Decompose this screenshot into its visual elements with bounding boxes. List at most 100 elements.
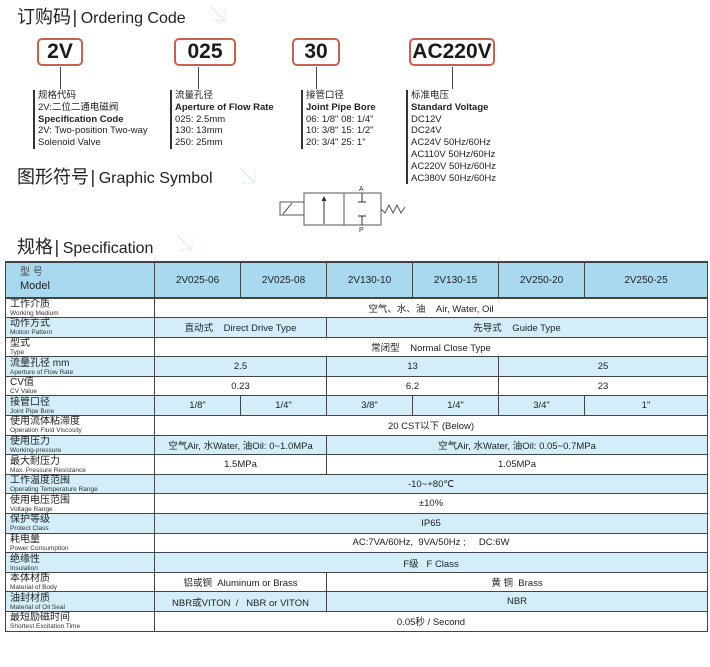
description-line: 2V:二位二通电磁阀 bbox=[38, 101, 119, 113]
row-label-zh: 绝缘性 bbox=[10, 553, 40, 565]
table-cell: 0.05秒 / Second bbox=[154, 611, 708, 632]
specification-table: 型 号 Model 2V025-06 2V025-08 2V130-10 2V1… bbox=[5, 261, 708, 632]
row-label-en: Material of Oil Seal bbox=[10, 603, 65, 611]
table-cell: 20 CST以下 (Below) bbox=[154, 415, 708, 436]
table-cell: 2.5 bbox=[154, 356, 327, 377]
description-line: 025: 2.5mm bbox=[175, 113, 226, 125]
table-cell: NBR或VITON / NBR or VITON bbox=[154, 591, 327, 612]
model-header-cell: 2V250-20 bbox=[498, 261, 585, 299]
table-cell: -10~+80℃ bbox=[154, 473, 708, 495]
row-label-zh: 使用压力 bbox=[10, 435, 50, 447]
description-line: DC12V bbox=[411, 113, 442, 125]
table-cell: 直动式 Direct Drive Type bbox=[154, 317, 327, 338]
table-cell: F级 F Class bbox=[154, 552, 708, 573]
table-cell: IP65 bbox=[154, 513, 708, 534]
row-label-zh: 耗电量 bbox=[10, 533, 40, 545]
description-line: 250: 25mm bbox=[175, 137, 223, 149]
row-label-en: Operating Temperature Range bbox=[10, 486, 98, 494]
code-box-025: 025 bbox=[174, 38, 236, 66]
description-line: AC380V 50Hz/60Hz bbox=[411, 172, 497, 184]
code-box-ac220v: AC220V bbox=[409, 38, 495, 66]
description-line: Joint Pipe Bore bbox=[306, 101, 376, 113]
description-line: 130: 13mm bbox=[175, 125, 223, 137]
description-line: 接管口径 bbox=[306, 90, 345, 101]
row-label-en: Working Medium bbox=[10, 310, 59, 318]
description-line: AC24V 50Hz/60Hz bbox=[411, 137, 491, 149]
model-header-cell: 2V250-25 bbox=[584, 261, 708, 299]
row-label-zh: 油封材质 bbox=[10, 592, 50, 604]
table-cell: 3/8" bbox=[326, 395, 413, 417]
table-header-row: 型 号 Model 2V025-06 2V025-08 2V130-10 2V1… bbox=[5, 261, 708, 299]
description-line: Aperture of Flow Rate bbox=[175, 101, 274, 113]
table-cell: 23 bbox=[498, 375, 708, 397]
table-cell: 常闭型 Normal Close Type bbox=[154, 336, 708, 358]
row-label-zh: 型式 bbox=[10, 337, 30, 349]
row-label-zh: 最短励磁时间 bbox=[10, 612, 70, 624]
row-label-en: Max. Pressure Resistance bbox=[10, 466, 86, 474]
table-cell: 先导式 Guide Type bbox=[326, 317, 708, 338]
connector-line bbox=[60, 67, 61, 89]
description-line: 10: 3/8" 15: 1/2" bbox=[306, 125, 374, 137]
row-label-zh: CV值 bbox=[10, 377, 34, 389]
decorative-arrow-icon bbox=[209, 5, 226, 22]
row-label-zh: 工作介质 bbox=[10, 299, 50, 311]
decorative-arrow-icon bbox=[239, 167, 256, 184]
row-label-en: Shortest Excitation Time bbox=[10, 623, 81, 631]
table-cell: 0.23 bbox=[154, 375, 327, 397]
table-cell: 铝或铜 Aluminum or Brass bbox=[154, 571, 327, 593]
row-label-en: Protect Class bbox=[10, 525, 49, 533]
table-cell: 1/4" bbox=[412, 395, 499, 417]
description-line: 标准电压 bbox=[411, 90, 450, 101]
graphic-title-en: Graphic Symbol bbox=[98, 170, 213, 187]
row-label-en: Aperture of Flow Rate bbox=[10, 368, 74, 376]
model-header-cell: 型 号 Model bbox=[5, 261, 155, 299]
ordering-code-title: 订购码|Ordering Code bbox=[17, 7, 186, 28]
row-label-en: Motion Pattern bbox=[10, 329, 53, 337]
ordering-title-en: Ordering Code bbox=[80, 10, 186, 27]
row-label-en: Voltage Range bbox=[10, 505, 53, 513]
row-label-zh: 本体材质 bbox=[10, 573, 50, 585]
code-box-2v: 2V bbox=[37, 38, 83, 66]
model-label-zh: 型 号 bbox=[20, 266, 43, 278]
connector-line bbox=[316, 67, 317, 89]
specification-title: 规格|Specification bbox=[17, 237, 154, 258]
table-cell: 空气Air, 水Water, 油Oil: 0~1.0MPa bbox=[154, 434, 327, 456]
table-cell: 1/4" bbox=[240, 395, 327, 417]
description-line: Standard Voltage bbox=[411, 101, 489, 113]
port-p-label: P bbox=[359, 227, 364, 233]
code-box-30: 30 bbox=[292, 38, 340, 66]
row-label-zh: 最大耐压力 bbox=[10, 455, 60, 467]
row-label-en: Operation Fluid Viscosity bbox=[10, 427, 82, 435]
table-cell: 6.2 bbox=[326, 375, 499, 397]
row-label-zh: 使用流体粘滞度 bbox=[10, 416, 80, 428]
description-line: DC24V bbox=[411, 125, 442, 137]
connector-line bbox=[198, 67, 199, 89]
connector-line bbox=[452, 67, 453, 89]
table-cell: 13 bbox=[326, 356, 499, 377]
description-line: AC110V 50Hz/60Hz bbox=[411, 148, 496, 160]
graphic-symbol-title: 图形符号|Graphic Symbol bbox=[17, 167, 213, 188]
table-cell: 25 bbox=[498, 356, 708, 377]
row-label-zh: 使用电压范围 bbox=[10, 494, 70, 506]
